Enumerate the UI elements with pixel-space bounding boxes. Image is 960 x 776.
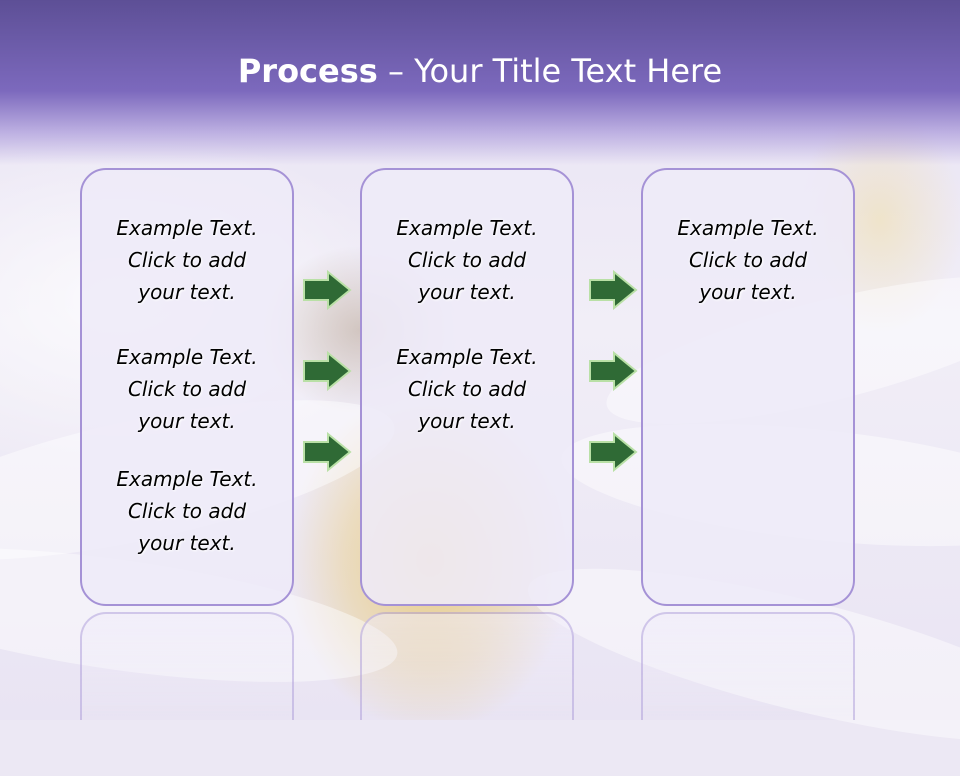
text-line: Example Text.	[396, 216, 538, 240]
text-line: Example Text.	[116, 345, 258, 369]
text-line: Click to add	[688, 248, 808, 272]
text-placeholder[interactable]: Example Text. Click to add your text.	[82, 463, 292, 559]
right-arrow-icon[interactable]	[302, 270, 352, 310]
box-reflection	[360, 612, 574, 720]
process-box-1[interactable]: Example Text. Click to add your text. Ex…	[80, 168, 294, 606]
box-reflection	[641, 612, 855, 720]
text-line: Click to add	[407, 248, 527, 272]
text-line: your text.	[418, 409, 516, 433]
text-line: Example Text.	[677, 216, 819, 240]
process-box-2[interactable]: Example Text. Click to add your text. Ex…	[360, 168, 574, 606]
title-rest: – Your Title Text Here	[377, 52, 723, 90]
text-placeholder[interactable]: Example Text. Click to add your text.	[82, 341, 292, 437]
text-line: Click to add	[127, 377, 247, 401]
text-line: your text.	[138, 280, 236, 304]
title-bold: Process	[237, 52, 378, 90]
text-line: Example Text.	[116, 216, 258, 240]
text-placeholder[interactable]: Example Text. Click to add your text.	[82, 212, 292, 308]
text-placeholder[interactable]: Example Text. Click to add your text.	[362, 341, 572, 437]
right-arrow-icon[interactable]	[588, 351, 638, 391]
text-line: your text.	[138, 531, 236, 555]
text-line: Click to add	[127, 499, 247, 523]
right-arrow-icon[interactable]	[302, 351, 352, 391]
text-line: Click to add	[127, 248, 247, 272]
box-reflection	[80, 612, 294, 720]
text-line: your text.	[699, 280, 797, 304]
text-line: Click to add	[407, 377, 527, 401]
text-line: your text.	[418, 280, 516, 304]
text-line: Example Text.	[396, 345, 538, 369]
right-arrow-icon[interactable]	[588, 270, 638, 310]
text-placeholder[interactable]: Example Text. Click to add your text.	[362, 212, 572, 308]
text-line: Example Text.	[116, 467, 258, 491]
text-line: your text.	[138, 409, 236, 433]
right-arrow-icon[interactable]	[588, 432, 638, 472]
slide-title[interactable]: Process – Your Title Text Here	[0, 52, 960, 90]
title-bar	[0, 0, 960, 165]
text-placeholder[interactable]: Example Text. Click to add your text.	[643, 212, 853, 308]
right-arrow-icon[interactable]	[302, 432, 352, 472]
process-box-3[interactable]: Example Text. Click to add your text.	[641, 168, 855, 606]
